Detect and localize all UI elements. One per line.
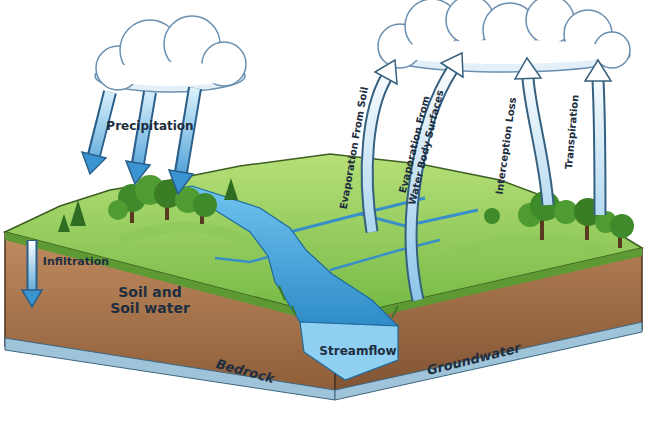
- cloud: [378, 0, 630, 72]
- process-label: Transpiration: [563, 94, 581, 170]
- layer-label: Bedrock: [214, 357, 276, 387]
- evaporation-arrow: [367, 53, 463, 300]
- infiltration-arrow: [22, 240, 42, 307]
- transpiration-arrow: [585, 60, 611, 215]
- river: [180, 186, 478, 380]
- process-label: Infiltration: [43, 256, 109, 269]
- interception-arrow: [515, 58, 548, 205]
- process-label: Evaporation From Water Body Surfaces: [393, 80, 447, 212]
- layer-label: Groundwater: [426, 341, 523, 379]
- tree-cluster: [58, 175, 238, 232]
- process-label: Precipitation: [106, 120, 193, 134]
- cloud: [95, 16, 246, 92]
- water-body-label: Streamflow: [319, 345, 396, 359]
- layer-label: Soil and Soil water: [102, 284, 198, 316]
- tree-cluster: [484, 191, 634, 248]
- precipitation-arrow: [82, 88, 195, 194]
- process-label: Interception Loss: [493, 97, 518, 196]
- process-label: Evaporation From Soil: [338, 86, 371, 210]
